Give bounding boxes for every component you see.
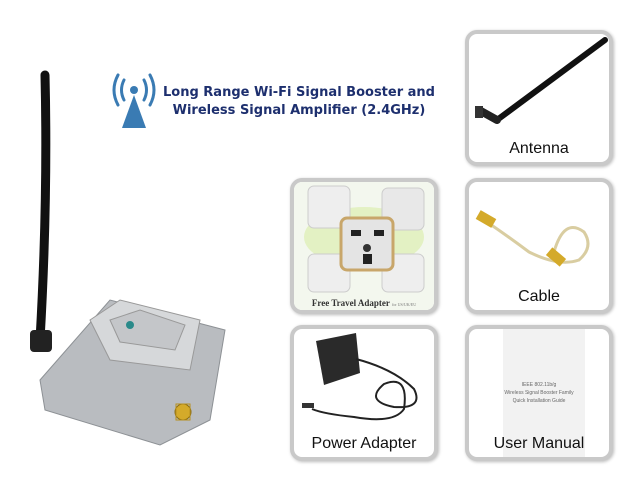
antenna-caption: Antenna — [509, 140, 569, 157]
travel-adapter-box: Free Travel Adapter for US/UK/EU — [290, 178, 438, 314]
main-antenna — [35, 70, 51, 345]
cable-box: Cable — [465, 178, 613, 314]
user-manual-caption: User Manual — [493, 435, 585, 452]
title-line-2: Wireless Signal Amplifier (2.4GHz) — [172, 103, 426, 118]
cable-caption: Cable — [518, 288, 560, 305]
title-line-1: Long Range Wi-Fi Signal Booster and — [163, 85, 435, 100]
travel-adapter-caption: Free Travel Adapter for US/UK/EU — [311, 298, 417, 308]
travel-adapter-photo — [294, 182, 434, 310]
product-title: Long Range Wi-Fi Signal Booster and Wire… — [163, 84, 435, 120]
user-manual-box: IEEE 802.11b/g Wireless Signal Booster F… — [465, 325, 613, 461]
antenna-photo — [475, 37, 608, 124]
manual-photo — [503, 329, 585, 457]
antenna-box: Antenna — [465, 30, 613, 166]
manual-cover-text: IEEE 802.11b/g Wireless Signal Booster F… — [504, 382, 574, 404]
power-adapter-box: Power Adapter — [290, 325, 438, 461]
power-adapter-caption: Power Adapter — [311, 435, 417, 452]
power-adapter-photo — [302, 333, 418, 421]
cable-photo — [475, 210, 590, 267]
